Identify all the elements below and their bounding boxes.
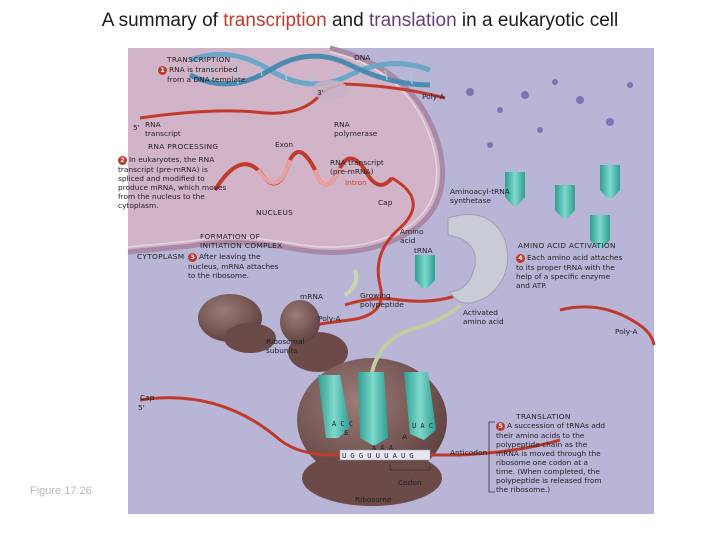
anticodon-mid: A A A — [372, 444, 394, 452]
codon-label: Codon — [398, 478, 422, 487]
exon-label: Exon — [275, 140, 294, 149]
ribosome-label: Ribosome — [355, 495, 392, 504]
anticodon-label: Anticodon — [450, 448, 488, 457]
activation-heading: AMINO ACID ACTIVATION — [518, 241, 616, 250]
translation-bracket — [488, 421, 495, 493]
formation-heading: FORMATION OF INITIATION COMPLEX — [200, 232, 283, 250]
transcription-heading: TRANSCRIPTION — [167, 55, 231, 64]
amino-acid-label: Amino acid — [400, 227, 424, 245]
initiation-ribosome — [198, 294, 276, 353]
trna-label: tRNA — [414, 246, 433, 255]
step-3-badge: 3 — [188, 252, 197, 262]
e-site-label: E — [344, 428, 349, 437]
rna-transcript-pre-label: RNA transcript (pre-mRNA) — [330, 158, 384, 176]
five-prime-left: 5' — [133, 123, 140, 132]
three-prime-label: 3' — [317, 88, 324, 97]
dna-helix — [188, 51, 431, 88]
poly-a-top: Poly-A — [422, 92, 445, 101]
rna-polymerase-label: RNA polymerase — [334, 120, 378, 138]
intron-label: Intron — [345, 178, 367, 187]
anticodon-left: A C C — [332, 420, 354, 428]
growing-polypeptide — [343, 269, 359, 297]
codon-sequence: U G G U U U A U G — [342, 452, 414, 460]
poly-a-mid: Poly-A — [318, 314, 341, 323]
cap-bottom-label: Cap — [140, 393, 155, 402]
figure-number: Figure 17.26 — [30, 485, 92, 497]
nucleus-shape — [128, 48, 443, 253]
activated-amino-acid-label: Activated amino acid — [463, 308, 504, 326]
polypeptide-chain — [370, 303, 462, 373]
mrna-label: mRNA — [300, 292, 323, 301]
nuclear-envelope-inner — [127, 51, 438, 248]
aminoacyl-trna-synthetase-label: Aminoacyl-tRNA synthetase — [450, 187, 510, 205]
step-4-badge: 4 — [516, 253, 525, 263]
five-prime-bottom: 5' — [138, 403, 145, 412]
ribosomal-subunits-label: Ribosomal subunits — [266, 337, 305, 355]
rna-transcript-label: RNA transcript — [145, 120, 181, 138]
nuclear-envelope — [127, 45, 446, 255]
trna-synthetase — [447, 214, 509, 304]
ribosomal-subunits — [280, 300, 348, 372]
mrna-export — [289, 176, 415, 332]
rna-polymerase — [312, 80, 348, 100]
poly-a-right: Poly-A — [615, 327, 638, 336]
a-site-label: A — [402, 432, 408, 441]
pre-mrna — [213, 150, 394, 192]
codon-strip — [339, 449, 431, 461]
rna-processing-heading: RNA PROCESSING — [148, 142, 219, 151]
translation-heading: TRANSLATION — [516, 412, 571, 421]
cytoplasm-label: CYTOPLASM — [137, 252, 185, 261]
figure-title: A summary of transcription and translati… — [101, 10, 619, 31]
codon-bracket — [389, 464, 431, 471]
transcription-text-2: from a DNA template. — [167, 75, 248, 84]
step-1-badge: 1 — [158, 65, 167, 75]
mrna-right — [559, 305, 656, 346]
cap-mid-label: Cap — [378, 198, 393, 207]
mrna-bottom — [139, 396, 561, 457]
growing-polypeptide-label: Growing polypeptide — [360, 291, 404, 309]
nucleus-label: NUCLEUS — [256, 208, 294, 217]
mrna-middle — [344, 288, 471, 307]
trna-in-ribosome — [318, 372, 436, 446]
trna-free — [415, 165, 620, 288]
amino-acids — [466, 79, 633, 148]
step-5-badge: 5 — [496, 421, 505, 431]
step-2-badge: 2 — [118, 155, 127, 165]
dna-label: DNA — [354, 53, 371, 62]
anticodon-right: U A C — [412, 422, 434, 430]
